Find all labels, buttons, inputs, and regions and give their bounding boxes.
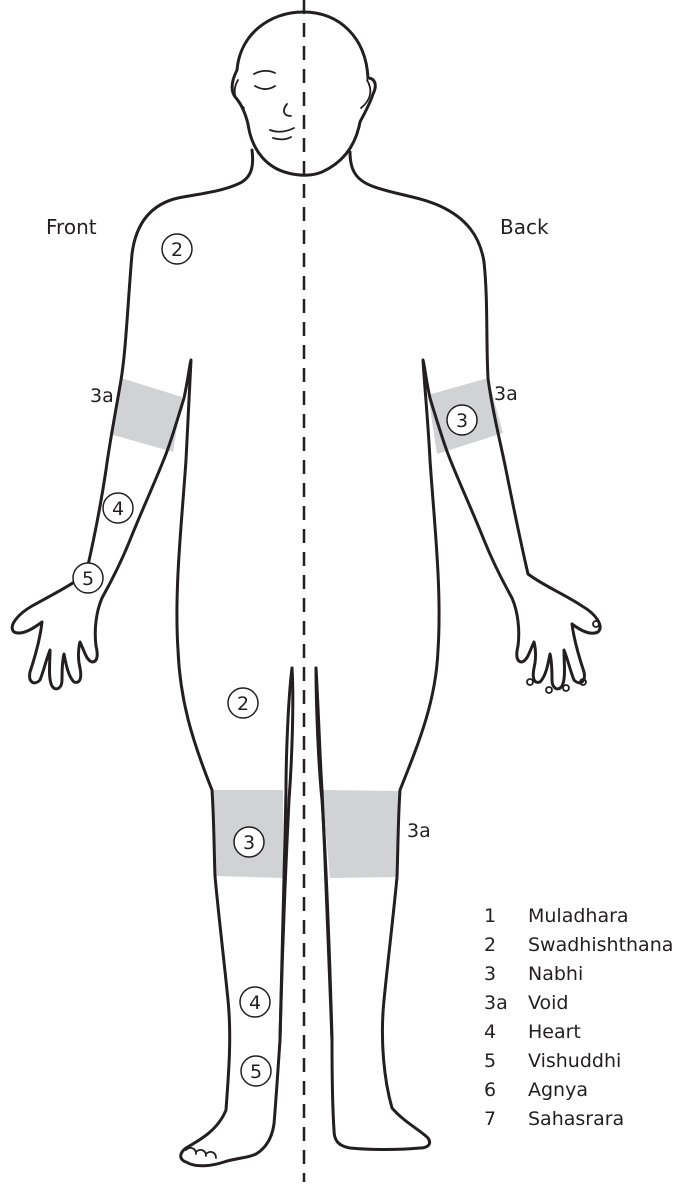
left-ear: [235, 80, 244, 108]
marker-front-wrist: 5: [73, 563, 103, 593]
legend-name-1: Muladhara: [528, 905, 629, 927]
marker-front-thigh-text: 2: [237, 693, 249, 715]
marker-front-knee: 3: [234, 827, 264, 857]
marker-back-knee-void: 3a: [407, 820, 431, 842]
legend-name-8: Sahasrara: [528, 1108, 624, 1130]
marker-front-forearm-text: 4: [112, 498, 124, 520]
marker-front-wrist-text: 5: [82, 568, 94, 590]
legend-num-8: 7: [484, 1108, 496, 1130]
nail-2: [527, 679, 533, 685]
eyebrow-line: [254, 71, 275, 74]
legend-num-4: 3a: [484, 992, 508, 1014]
marker-back-arm: 3: [447, 405, 477, 435]
legend-name-6: Vishuddhi: [528, 1050, 621, 1072]
marker-front-shin: 4: [240, 987, 270, 1017]
legend-num-1: 1: [484, 905, 496, 927]
marker-front-ankle-text: 5: [250, 1061, 262, 1083]
legend-name-3: Nabhi: [528, 963, 583, 985]
legend-num-7: 6: [484, 1079, 496, 1101]
marker-front-thigh: 2: [228, 688, 258, 718]
legend: 1 Muladhara 2 Swadhishthana 3 Nabhi 3a V…: [484, 905, 673, 1130]
marker-front-shoulder-text: 2: [171, 239, 183, 261]
mouth-lower-line: [273, 137, 291, 139]
legend-name-2: Swadhishthana: [528, 934, 673, 956]
legend-num-3: 3: [484, 963, 496, 985]
legend-num-6: 5: [484, 1050, 496, 1072]
back-knee-band: [322, 790, 399, 878]
front-toes: [186, 1148, 216, 1158]
marker-front-arm-void: 3a: [90, 385, 114, 407]
marker-front-shin-text: 4: [249, 992, 261, 1014]
eye-line: [255, 86, 275, 89]
nose-line: [284, 104, 291, 116]
marker-front-forearm: 4: [103, 493, 133, 523]
marker-back-arm-void: 3a: [494, 383, 518, 405]
legend-name-5: Heart: [528, 1021, 581, 1043]
marker-front-ankle: 5: [241, 1056, 271, 1086]
legend-num-5: 4: [484, 1021, 496, 1043]
back-label: Back: [500, 215, 549, 239]
legend-num-2: 2: [484, 934, 496, 956]
marker-front-shoulder: 2: [162, 234, 192, 264]
nail-3: [546, 687, 552, 693]
marker-front-knee-text: 3: [243, 832, 255, 854]
legend-name-7: Agnya: [528, 1079, 588, 1101]
mouth-line: [270, 128, 294, 132]
nail-4: [563, 685, 569, 691]
front-label: Front: [46, 215, 97, 239]
marker-back-arm-text: 3: [456, 410, 468, 432]
legend-name-4: Void: [528, 992, 569, 1014]
